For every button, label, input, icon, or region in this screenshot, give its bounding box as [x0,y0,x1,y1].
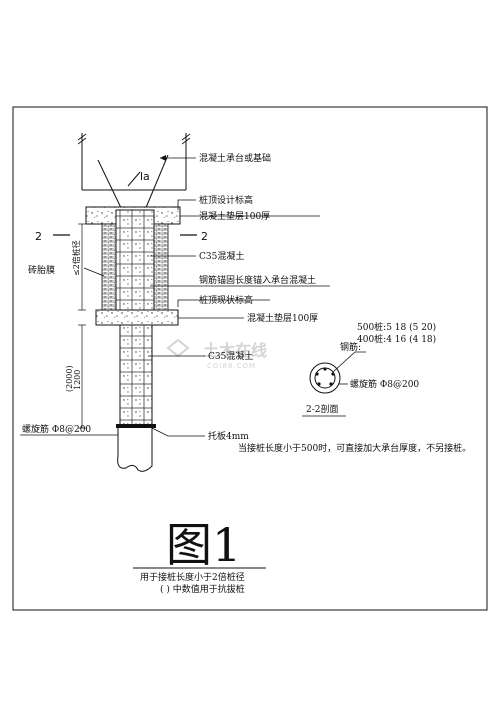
caption-line-2: ( ) 中数值用于抗拔桩 [160,583,245,595]
arrow-head-icon [160,155,166,161]
label-cap-or-foundation: 混凝土承台或基础 [199,152,271,164]
note-text: 当接桩长度小于500时，可直接加大承台厚度，不另接桩。 [238,442,471,454]
watermark: 土木在线 COI88.COM [166,338,267,370]
label-c35-lower: C35混凝土 [208,350,253,362]
support-plate [116,424,156,428]
label-brick-mould: 砖胎膜 [28,264,55,276]
brick-mould-right [153,223,169,311]
anchor-length-label: la [140,170,150,183]
section-2-2 [309,351,366,394]
rebar-500: 500桩:5 18 (5 20) [357,321,436,333]
watermark-subtext: COI88.COM [207,362,256,370]
label-cushion-top: 混凝土垫层100厚 [199,210,270,222]
pile-cap [77,133,191,191]
label-support-plate: 托板4mm [208,430,249,442]
label-c35-upper: C35混凝土 [199,250,244,262]
brick-mould-left [101,223,117,311]
rebar-400: 400桩:4 16 (4 18) [357,333,436,345]
section-mark-right: 2 [201,230,208,243]
label-spiral-right: 螺旋筋 Φ8@200 [350,378,419,390]
upper-concrete [115,209,155,311]
leader-lines [20,157,330,437]
label-pile-top-existing-elev: 桩顶现状标高 [199,294,253,306]
dim-length-b: 1200 [73,370,82,390]
label-cushion-bottom: 混凝土垫层100厚 [247,312,318,324]
dim-length-a: (2000) [65,365,74,392]
caption-line-1: 用于接桩长度小于2倍桩径 [140,571,245,583]
anchor-rebars [97,154,169,211]
dimension-lines [78,223,86,429]
drawing-frame [12,106,488,611]
label-pile-top-design-elev: 桩顶设计标高 [199,194,253,206]
label-spiral-left: 螺旋筋 Φ8@200 [22,423,91,435]
watermark-logo-icon [166,338,190,358]
section-title: 2-2剖面 [306,403,339,415]
section-mark-left: 2 [35,230,42,243]
dim-2d-label: ≤2倍桩径 [71,240,81,276]
watermark-text: 土木在线 [203,341,267,360]
figure-title: 图1 [166,518,241,572]
rebar-title: 钢筋: [340,341,361,353]
pile-lower-shaft [117,428,153,472]
existing-pile [119,324,153,429]
label-rebar-anchor: 钢筋锚固长度锚入承台混凝土 [199,274,316,286]
lower-cushion [95,309,179,326]
